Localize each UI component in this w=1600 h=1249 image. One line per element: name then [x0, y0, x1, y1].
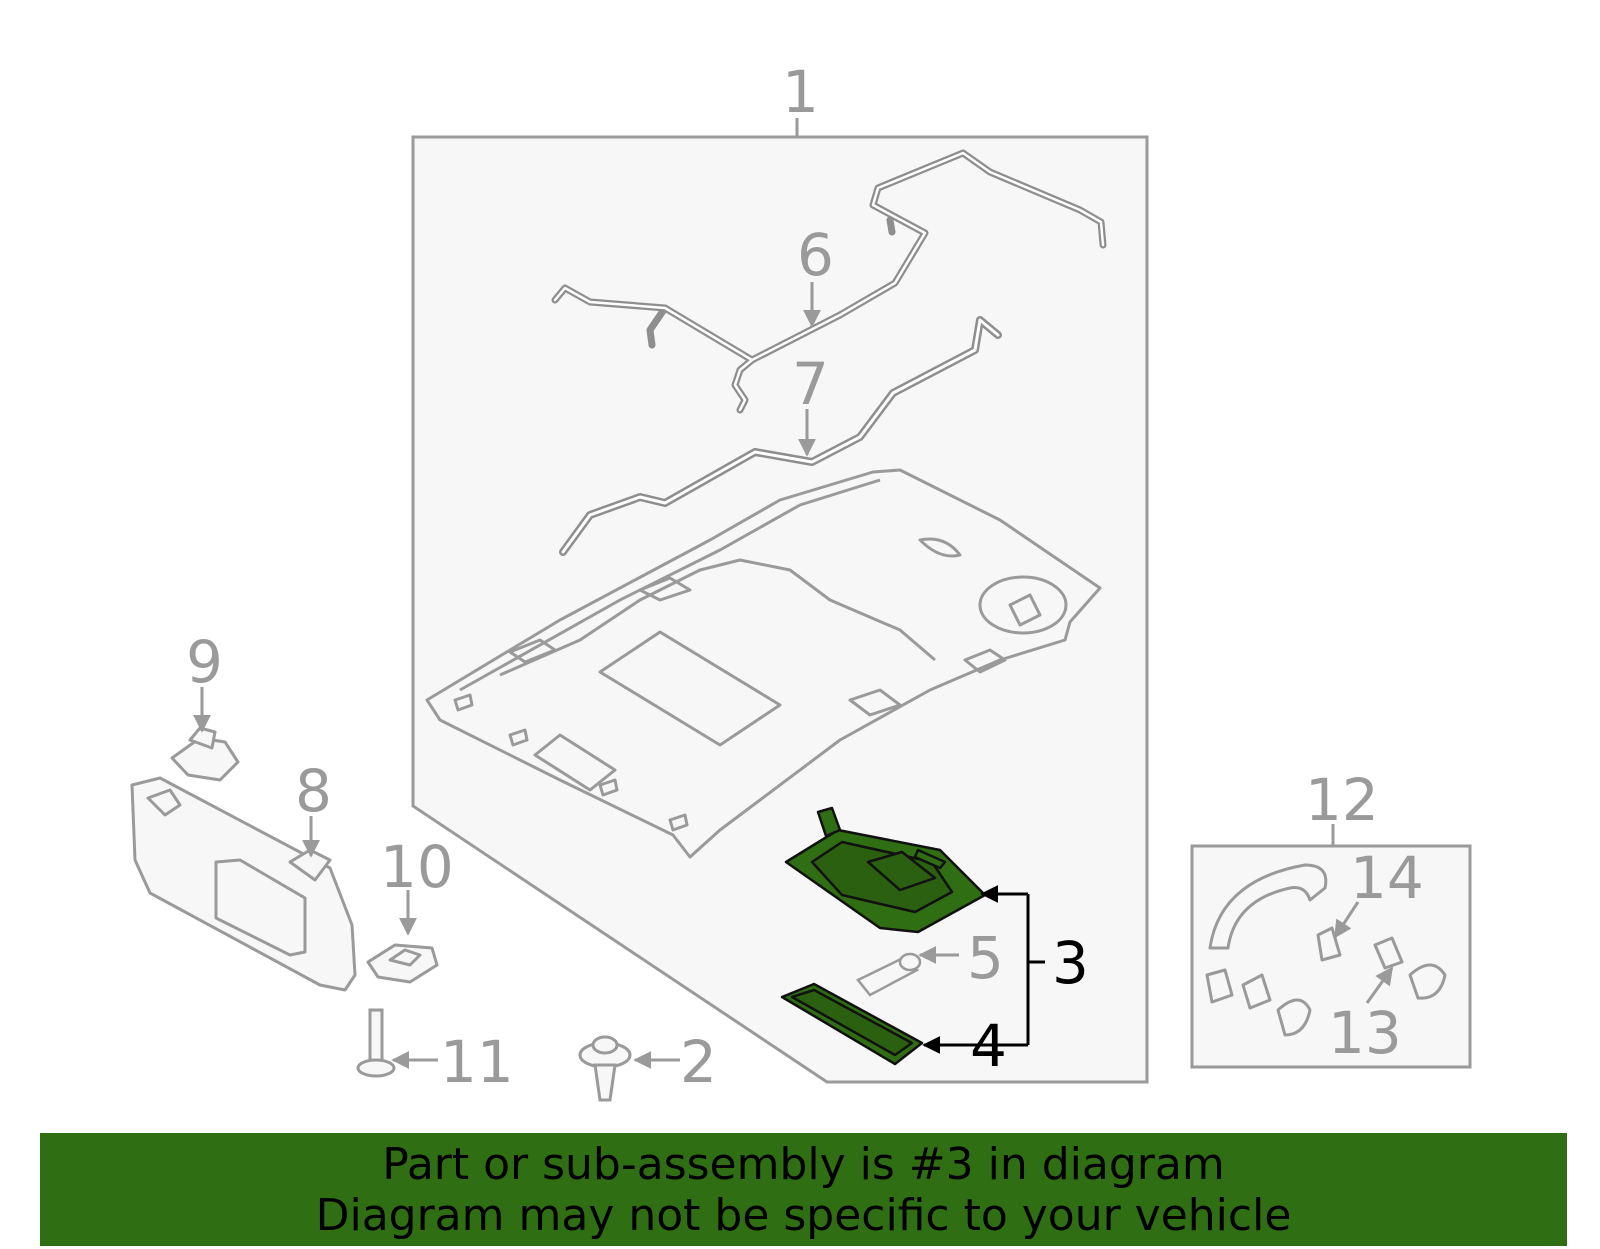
info-banner: Part or sub-assembly is #3 in diagram Di… [40, 1133, 1567, 1246]
push-clip-icon [578, 1035, 632, 1102]
banner-line-2: Diagram may not be specific to your vehi… [315, 1189, 1292, 1241]
callout-8: 8 [295, 757, 332, 825]
callout-6: 6 [797, 221, 834, 289]
grab-handle-icon [1205, 863, 1447, 1037]
sun-visor-icon [130, 776, 357, 992]
callout-1: 1 [782, 58, 819, 126]
lens-icon [780, 982, 924, 1066]
bolt-icon [356, 1008, 396, 1078]
callout-12: 12 [1305, 766, 1379, 834]
callout-13: 13 [1328, 999, 1402, 1067]
callout-7: 7 [792, 350, 829, 418]
wire-harness-inner [553, 151, 1105, 412]
callout-10: 10 [380, 833, 454, 901]
clip-icon [366, 943, 439, 984]
callout-9: 9 [186, 628, 223, 696]
callout-11: 11 [440, 1028, 514, 1096]
callout-14: 14 [1350, 844, 1424, 912]
roof-wire-icon [559, 316, 1002, 556]
dome-lamp-icon [784, 806, 987, 934]
leader-arrows [193, 282, 1394, 1069]
callout-5: 5 [967, 924, 1004, 992]
headliner-icon [425, 468, 1102, 859]
callout-2: 2 [680, 1028, 717, 1096]
callout-3: 3 [1052, 929, 1089, 997]
callout-4: 4 [970, 1012, 1007, 1080]
visor-clip-icon [170, 726, 240, 782]
banner-line-1: Part or sub-assembly is #3 in diagram [382, 1138, 1225, 1190]
